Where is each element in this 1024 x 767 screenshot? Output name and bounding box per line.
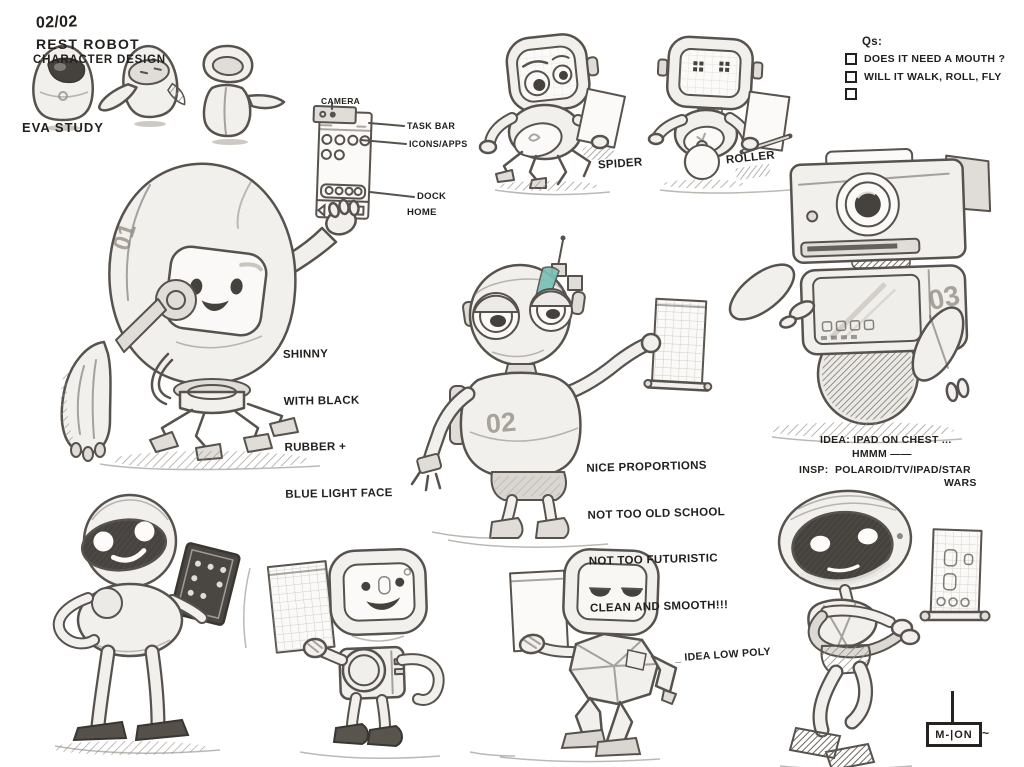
callout-icons-apps: ICONS/APPS [409, 139, 468, 149]
robot-02-sketch: 02 [410, 235, 713, 548]
question-item: WILL IT WALK, ROLL, FLY [845, 70, 1002, 84]
question-item: DOES IT NEED A MOUTH ? [845, 52, 1005, 66]
checkbox-icon [845, 71, 857, 84]
signature: M-|ON [926, 722, 982, 747]
robot-01-sketch: 01 [60, 162, 360, 471]
proportions-note: NICE PROPORTIONS NOT TOO OLD SCHOOL NOT … [586, 459, 729, 615]
sheet-subtitle: CHARACTER DESIGN [33, 54, 166, 66]
spider-robot-sketch [478, 33, 626, 196]
idea-note-line2: HMMM —— [852, 448, 912, 460]
eva-study-sketches [32, 44, 286, 145]
signature-tilde: ~ [982, 726, 990, 740]
bottom-robot-4-sketch [777, 489, 991, 767]
eva-study-caption: EVA STUDY [22, 120, 104, 135]
callout-dock: DOCK [417, 191, 447, 202]
roller-robot-sketch [647, 35, 793, 194]
bottom-robot-3-sketch [469, 548, 678, 763]
idea-note-line1: IDEA: IPAD ON CHEST ... [820, 434, 952, 446]
inspiration-note-line1: INSP: POLAROID/TV/IPAD/STAR [799, 464, 971, 476]
checkbox-icon [845, 88, 857, 100]
page-number: 02/02 [35, 13, 78, 32]
questions-heading: Qs: [862, 36, 883, 48]
tablet-ui-sketch [312, 102, 415, 220]
scroll-tablet [929, 528, 983, 616]
signature-line [951, 691, 954, 723]
material-note: SHINNY WITH BLACK RUBBER + BLUE LIGHT FA… [282, 348, 393, 501]
sheet-title: REST ROBOT [36, 36, 140, 52]
robot-03-sketch: 03 [728, 148, 992, 444]
callout-home: HOME [407, 207, 437, 218]
question-text: DOES IT NEED A MOUTH ? [864, 53, 1006, 65]
label-spider: SPIDER [597, 156, 643, 172]
robot-02-mark: 02 [485, 407, 518, 440]
bottom-robot-1-sketch [52, 493, 241, 755]
callout-camera: CAMERA [321, 96, 361, 106]
question-item [845, 88, 864, 100]
inspiration-note-line2: WARS [944, 477, 977, 489]
bottom-robot-2-sketch [243, 547, 445, 759]
question-text: WILL IT WALK, ROLL, FLY [864, 71, 1002, 83]
chest-ipad-screen [812, 273, 922, 346]
callout-task-bar: TASK BAR [407, 121, 456, 131]
robot-02-paper [643, 297, 713, 392]
checkbox-icon [845, 53, 857, 66]
